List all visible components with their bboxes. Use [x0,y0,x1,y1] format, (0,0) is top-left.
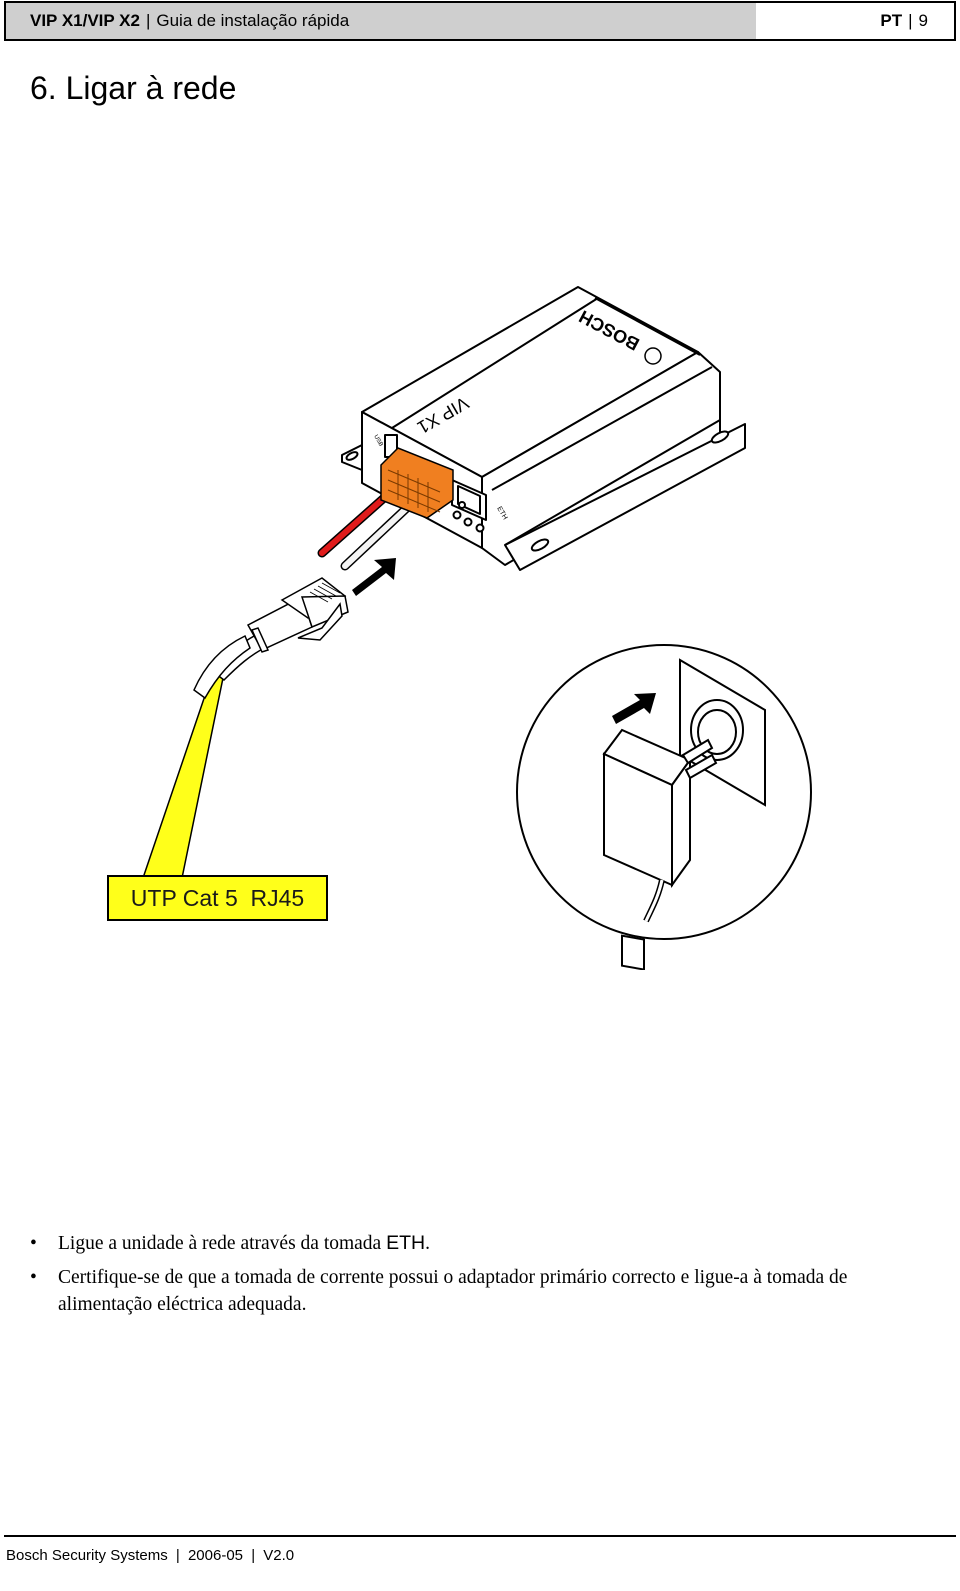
footer-date: 2006-05 [187,1547,244,1564]
footer-version: V2.0 [263,1547,295,1564]
instruction-item: • Certifique-se de que a tomada de corre… [30,1264,930,1318]
instruction-text: Ligue a unidade à rede através da tomada [58,1233,387,1254]
footer-separator: | [175,1547,180,1564]
power-inset [516,644,812,970]
footer-separator: | [251,1547,256,1564]
bullet-marker: • [30,1267,37,1288]
header-page-number: 9 [918,11,928,30]
header-left: VIP X1/VIP X2 | Guia de instalação rápid… [6,3,756,39]
header-language: PT [880,11,903,30]
section-title: 6. Ligar à rede [30,70,237,106]
rj45-plug [193,577,349,700]
footer-company: Bosch Security Systems [6,1547,168,1564]
header-right: PT | 9 [756,3,954,39]
vip-device [341,286,746,571]
page-header: VIP X1/VIP X2 | Guia de instalação rápid… [4,1,956,41]
plug-in-arrow-icon [612,693,656,724]
bullet-marker: • [30,1233,37,1254]
instruction-list: • Ligue a unidade à rede através da toma… [30,1230,930,1325]
instruction-item: • Ligue a unidade à rede através da toma… [30,1230,930,1257]
callout-beam [141,670,224,879]
footer-rule [4,1535,956,1537]
header-page-separator: | [908,11,913,30]
eth-emphasis: ETH [386,1232,426,1254]
bosch-emblem-icon [644,347,662,365]
header-separator: | [145,11,151,30]
usb-port-label: USB [372,434,383,448]
cable-type-label: UTP Cat 5 RJ45 [107,875,328,921]
header-product: VIP X1/VIP X2 [30,11,140,30]
terminal-block-connector [380,447,454,519]
header-guide-title: Guia de instalação rápida [156,11,350,30]
instruction-tail: . [425,1233,430,1254]
insert-arrow-icon [352,558,396,596]
network-connection-illustration: BOSCH VIP X1 ETH USB [141,286,812,970]
instruction-text: Certifique-se de que a tomada de corrent… [58,1267,848,1315]
page-footer: Bosch Security Systems | 2006-05 | V2.0 [6,1547,294,1564]
